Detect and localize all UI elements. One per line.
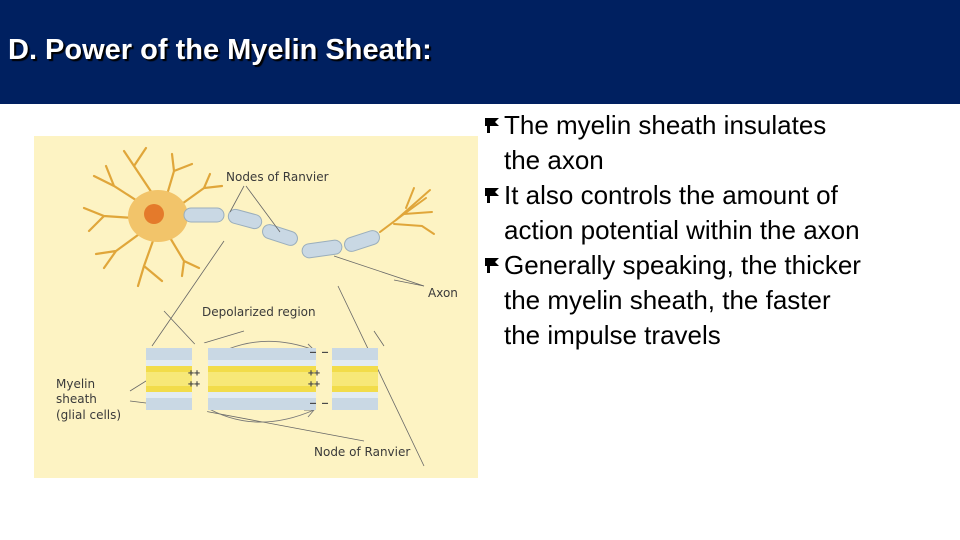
myelin-sheath-label: (glial cells) [56,408,121,422]
nodes-of-ranvier-label: Nodes of Ranvier [226,170,329,184]
node-of-ranvier-label: Node of Ranvier [314,445,410,459]
title-bar: D. Power of the Myelin Sheath: [0,0,960,104]
axon-label: Axon [428,286,458,300]
myelin-sheath-label: Myelin [56,377,95,391]
axon-myelin-segments [183,207,380,259]
bullet-line: the myelin sheath, the faster [504,285,831,315]
cell-body [128,190,188,242]
bullet-line: The myelin sheath insulates [504,110,827,140]
bullet-item: The myelin sheath insulates the axon [480,108,960,178]
bullet-item: It also controls the amount of action po… [480,178,960,248]
myelin-sheath-label: sheath [56,392,97,406]
bullet-item: Generally speaking, the thicker the myel… [480,248,960,353]
dendrites [82,146,224,288]
bullet-line: It also controls the amount of [504,180,838,210]
neuron-illustration: – – ++ ++ ++ ++ – – Nodes of Ranvier Axo… [56,146,458,467]
myelinated-axon-detail [146,341,378,418]
charge-label: – – [310,347,329,358]
charge-label: – – [310,398,329,409]
slide-title: D. Power of the Myelin Sheath: [8,34,432,66]
bullet-line: Generally speaking, the thicker [504,250,861,280]
charge-label: ++ [188,379,200,390]
bullet-list: The myelin sheath insulates the axon It … [480,108,960,353]
flag-arrow-icon [485,188,499,203]
charge-label: ++ [188,368,200,379]
flag-arrow-icon [485,118,499,133]
bullet-line: the axon [504,145,604,175]
depolarized-region-label: Depolarized region [202,305,316,319]
bullet-line: the impulse travels [504,320,721,350]
charge-label: ++ [308,368,320,379]
flag-arrow-icon [485,258,499,273]
bullet-line: action potential within the axon [504,215,860,245]
charge-label: ++ [308,379,320,390]
nucleus-icon [144,204,164,224]
axon-terminals [379,187,435,235]
neuron-diagram: – – ++ ++ ++ ++ – – Nodes of Ranvier Axo… [34,136,478,478]
